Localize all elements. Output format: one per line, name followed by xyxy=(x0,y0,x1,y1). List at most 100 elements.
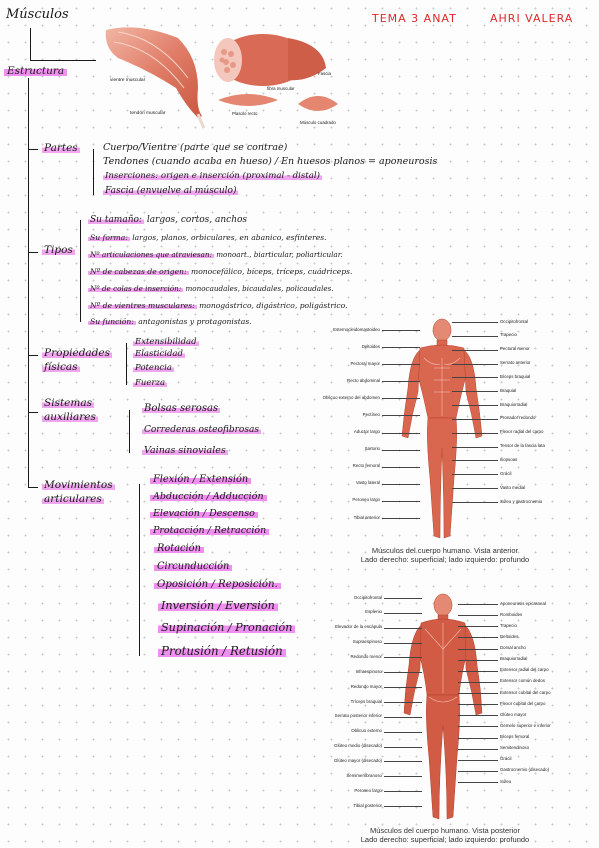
leader-line xyxy=(384,731,422,733)
leader-line xyxy=(458,615,498,616)
caption-line: Músculos del cuerpo humano. Vista anteri… xyxy=(371,546,519,555)
leader-line xyxy=(458,737,498,738)
bracket-line xyxy=(30,28,32,61)
propiedades-bracket xyxy=(126,343,127,385)
muscle-label: Aductor largo xyxy=(353,429,380,435)
figure-label: Músculo cuadrado xyxy=(300,120,336,125)
main-trunk-line xyxy=(28,78,30,488)
leader-line xyxy=(382,381,420,382)
leader-line xyxy=(452,488,498,489)
branch-line xyxy=(28,412,38,413)
leader-line xyxy=(384,791,422,792)
muscle-label: Braquiorradial xyxy=(500,656,528,662)
branch-line xyxy=(28,149,38,150)
muscle-label: Bíceps braquial xyxy=(500,373,531,379)
muscle-label: Deltoides xyxy=(361,343,380,349)
tipos-item: Nº articulaciones que atraviesan: monoar… xyxy=(88,250,343,259)
muscle-label: Peroneo largo xyxy=(352,497,380,503)
section-sistemas-label: Sistemas xyxy=(42,397,94,409)
muscle-label: Grácil xyxy=(500,470,512,476)
propiedades-item: Extensibilidad xyxy=(133,337,199,347)
section-movimientos-label: Movimientos xyxy=(42,479,115,491)
branch-line xyxy=(28,355,38,356)
muscle-label: Dorsal ancho xyxy=(500,645,526,650)
branch-line xyxy=(28,252,38,253)
leader-line xyxy=(384,806,422,807)
tipos-bracket xyxy=(80,220,81,322)
leader-line xyxy=(458,748,498,750)
muscle-label: Oblicuo externo del abdomen xyxy=(322,394,380,400)
bracket-line xyxy=(30,60,96,62)
leader-line xyxy=(452,460,498,461)
leader-line xyxy=(458,782,498,783)
muscle-label: Infraespinoso xyxy=(355,668,382,674)
section-propiedades-label-2: físicas xyxy=(42,361,80,373)
leader-line xyxy=(382,466,420,468)
muscle-label: Pronador redondo xyxy=(500,415,536,421)
leader-line xyxy=(458,670,498,672)
movimiento-item: Inversión / Eversión xyxy=(158,599,278,612)
leader-line xyxy=(452,405,498,406)
leader-line xyxy=(452,335,498,337)
muscle-label: Gastrocnemio (disecado) xyxy=(500,767,550,773)
leader-line xyxy=(452,363,498,365)
partes-item: Cuerpo/Vientre (parte que se contrae) xyxy=(103,142,288,153)
propiedades-item: Potencia xyxy=(133,363,174,373)
muscle-label: Serrato posterior inferior xyxy=(334,713,382,719)
muscle-label: Glúteo mayor (disecado) xyxy=(333,757,382,763)
muscle-label: Sartorio xyxy=(364,446,380,452)
leader-line xyxy=(452,474,498,475)
muscle-label: Esternocleidomastoideo xyxy=(333,326,380,332)
muscle-label: Peroneo largo xyxy=(354,787,382,793)
figure-label: tendón muscular xyxy=(130,111,166,116)
muscle-label: Oblicuo externo xyxy=(351,728,382,734)
root-label: Estructura xyxy=(4,65,68,77)
muscle-label: Deltoides xyxy=(500,633,519,639)
movimiento-item: Circunducción xyxy=(154,561,233,572)
caption-line: Lado derecho: superficial; lado izquierd… xyxy=(360,555,530,565)
muscle-label: Semitendinoso xyxy=(500,745,530,751)
leader-line xyxy=(452,502,498,503)
movimiento-item: Oposición / Reposición. xyxy=(154,579,281,590)
leader-line xyxy=(384,598,422,599)
muscle-label: Redondo menor xyxy=(350,653,383,659)
subject-label: TEMA 3 ANAT xyxy=(372,12,457,25)
leader-line xyxy=(382,449,420,451)
tipos-item: Su función: antagonistas y protagonistas… xyxy=(88,317,252,326)
muscle-label: Recto femoral xyxy=(352,463,380,469)
leader-line xyxy=(384,716,422,718)
section-movimientos-label-2: articulares xyxy=(42,493,104,505)
partes-item: Inserciones: origen e inserción (proxima… xyxy=(103,171,322,181)
muscle-label: Serrato anterior xyxy=(500,360,531,366)
movimiento-item: Supinación / Pronación xyxy=(158,621,296,634)
muscle-label: Sóleo y gastrocnemio xyxy=(500,498,543,504)
muscle-label: Trapecio xyxy=(500,622,517,628)
leader-line xyxy=(458,648,498,649)
leader-line xyxy=(458,604,498,605)
muscle-label: Flexor radial del carpo xyxy=(500,429,544,435)
partes-bracket xyxy=(93,149,94,195)
muscle-label: Trapecio xyxy=(500,332,517,338)
movimiento-item: Abducción / Adducción xyxy=(150,491,267,502)
leader-line xyxy=(452,377,498,378)
leader-line xyxy=(452,446,498,448)
leader-line xyxy=(452,432,498,434)
leader-line xyxy=(384,612,422,614)
figure-label: vientre muscular xyxy=(110,78,146,83)
leader-line xyxy=(382,364,420,365)
author-label: AHRI VALERA xyxy=(490,12,574,25)
leader-line xyxy=(384,627,422,629)
muscle-label: Iliopsoas xyxy=(500,456,518,462)
muscle-label: Redondo mayor xyxy=(350,683,382,689)
muscle-label: Braquial xyxy=(500,387,517,393)
sistemas-item: Vainas sinoviales xyxy=(142,445,228,456)
section-sistemas-label-2: auxiliares xyxy=(42,411,98,423)
movimiento-item: Protacción / Retracción xyxy=(150,525,270,536)
muscle-label: Glúteo mayor xyxy=(500,711,527,717)
muscle-label: Semimembranoso xyxy=(346,772,382,778)
leader-line xyxy=(384,702,422,703)
tipos-item: Su tamaño: largos, cortos, anchos xyxy=(88,215,248,225)
leader-line xyxy=(384,687,422,688)
muscle-label: Romboides xyxy=(500,611,523,617)
tipos-item: Su forma: largos, planos, orbiculares, e… xyxy=(88,233,327,242)
